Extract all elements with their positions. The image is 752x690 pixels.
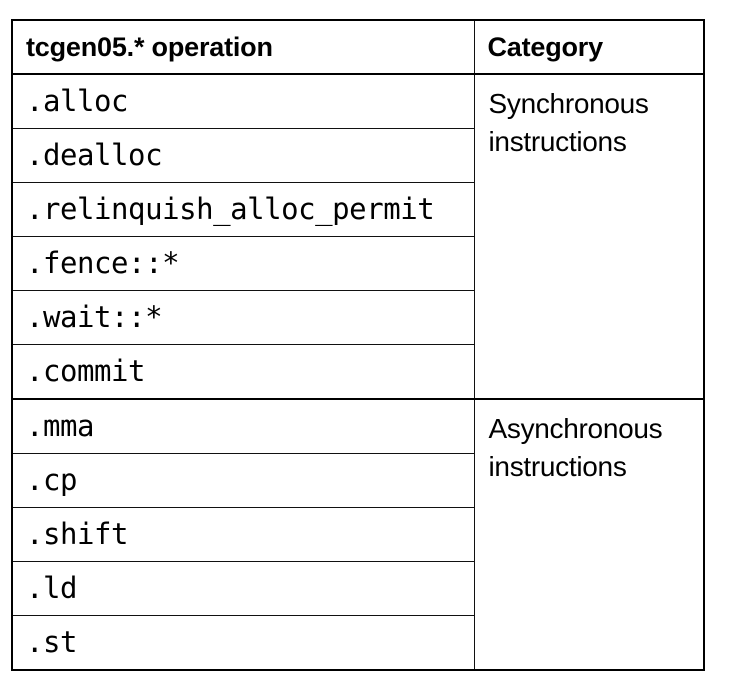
table-row: .cp <box>11 453 704 508</box>
table-row: .ld <box>11 561 704 616</box>
operation-cell: .ld <box>11 561 475 616</box>
category-label: Asynchronous instructions <box>488 413 663 482</box>
operation-cell: .cp <box>11 453 475 508</box>
operation-label: .fence::* <box>26 246 180 280</box>
column-header-operation-label: tcgen05.* operation <box>26 32 273 62</box>
operation-label: .commit <box>26 354 146 388</box>
operation-cell: .st <box>11 615 475 671</box>
operation-label: .st <box>26 625 78 659</box>
tcgen05-operations-table: tcgen05.* operation Category .alloc Sync… <box>11 19 705 671</box>
operation-cell: .commit <box>11 344 475 400</box>
table-body: .alloc Synchronous instructions .dealloc… <box>11 73 705 671</box>
operation-label: .alloc <box>26 84 129 118</box>
operation-cell: .wait::* <box>11 290 475 345</box>
operation-label: .relinquish_alloc_permit <box>26 192 435 226</box>
table-row: .st <box>11 615 704 671</box>
column-header-operation: tcgen05.* operation <box>11 19 475 75</box>
operation-cell: .shift <box>11 507 475 562</box>
column-header-category-label: Category <box>487 32 604 62</box>
table-row: .commit <box>11 344 704 400</box>
operation-cell: .mma <box>11 398 475 454</box>
table-header: tcgen05.* operation Category <box>11 19 705 75</box>
category-cell-synchronous: Synchronous instructions <box>473 73 705 400</box>
table-row: .dealloc <box>11 128 704 183</box>
category-label: Synchronous instructions <box>488 88 649 157</box>
operation-cell: .dealloc <box>11 128 475 183</box>
operation-label: .dealloc <box>26 138 163 172</box>
operation-cell: .relinquish_alloc_permit <box>11 182 475 237</box>
column-header-category: Category <box>473 19 705 75</box>
table-row: .wait::* <box>11 290 704 345</box>
category-cell-asynchronous: Asynchronous instructions <box>473 398 705 671</box>
operation-label: .cp <box>26 463 78 497</box>
table-header-row: tcgen05.* operation Category <box>11 19 705 75</box>
operation-label: .shift <box>26 517 129 551</box>
table-row: .relinquish_alloc_permit <box>11 182 704 237</box>
operations-table-container: tcgen05.* operation Category .alloc Sync… <box>11 19 705 671</box>
operation-label: .mma <box>26 409 95 443</box>
operation-cell: .alloc <box>11 73 475 129</box>
operation-label: .ld <box>26 571 78 605</box>
operation-cell: .fence::* <box>11 236 475 291</box>
operation-label: .wait::* <box>26 300 163 334</box>
table-row: .alloc Synchronous instructions <box>11 73 705 400</box>
table-row: .mma Asynchronous instructions <box>11 398 705 671</box>
table-row: .shift <box>11 507 704 562</box>
